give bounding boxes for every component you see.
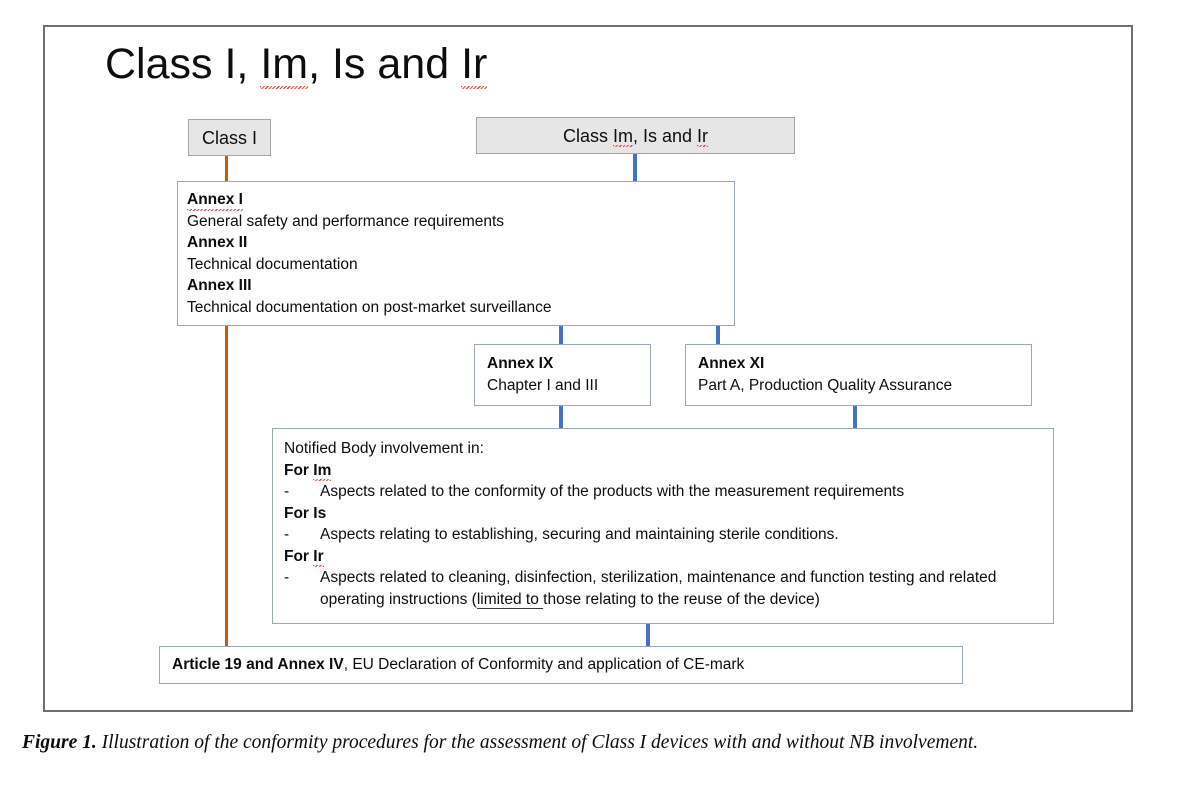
annex-main-text-2: Technical documentation <box>187 255 358 273</box>
annex-xi-text: Part A, Production Quality Assurance <box>698 376 953 394</box>
annex-main-heading-1: Annex I <box>187 189 243 211</box>
article-19-rest: , EU Declaration of Conformity and appli… <box>343 656 745 674</box>
node-annex-main[interactable]: Annex I General safety and performance r… <box>177 181 735 326</box>
connector-annex-xi-to-notified-body <box>853 405 857 429</box>
node-article-19-content: Article 19 and Annex IV, EU Declaration … <box>172 654 744 676</box>
annex-ix-heading: Annex IX <box>487 355 554 372</box>
notified-body-heading-im: For Im <box>284 460 1053 482</box>
nb-heading-im-term: Im <box>313 460 332 482</box>
nb-heading-is-lead: For <box>284 504 314 522</box>
nb-bullet-text-ir: Aspects related to cleaning, disinfectio… <box>320 567 1053 610</box>
nb-heading-im-lead: For <box>284 461 314 479</box>
nb-bullet-marker-im: - <box>284 483 290 500</box>
connector-class-i-to-article-19 <box>225 325 228 647</box>
nb-bullet-text-is: Aspects relating to establishing, securi… <box>320 526 839 543</box>
nb-bullet-ir-part1: Aspects related to cleaning, disinfectio… <box>320 569 997 608</box>
diagram-title-lead: Class I, <box>105 40 261 88</box>
nb-heading-is-term: Is <box>313 504 327 522</box>
node-class-im-is-ir[interactable]: Class Im, Is and Ir <box>476 117 795 154</box>
connector-notified-body-to-article-19 <box>646 623 650 647</box>
node-annex-main-content: Annex I General safety and performance r… <box>187 189 734 318</box>
diagram-title: Class I, Im, Is and Ir <box>105 38 488 90</box>
notified-body-heading-ir: For Ir <box>284 546 1053 568</box>
node-annex-xi-content: Annex XI Part A, Production Quality Assu… <box>698 353 1031 396</box>
node-annex-xi[interactable]: Annex XI Part A, Production Quality Assu… <box>685 344 1032 406</box>
node-class-i-label: Class I <box>201 127 257 148</box>
figure-caption: Figure 1. Illustration of the conformity… <box>22 728 1158 757</box>
connector-class-group-to-annex-main <box>633 153 637 182</box>
annex-main-heading-3: Annex III <box>187 277 252 294</box>
node-class-group-misspelled-ir: Ir <box>697 125 709 147</box>
article-19-bold: Article 19 and Annex IV <box>172 656 344 674</box>
connector-annex-main-to-annex-xi <box>716 325 720 345</box>
notified-body-bullet-im: - Aspects related to the conformity of t… <box>284 481 1053 503</box>
node-annex-ix[interactable]: Annex IX Chapter I and III <box>474 344 651 406</box>
annex-main-text-3: Technical documentation on post-market s… <box>187 298 552 316</box>
nb-bullet-ir-grammar: limited to <box>476 590 544 609</box>
nb-bullet-marker-ir: - <box>284 569 290 586</box>
figure-caption-label: Figure 1. <box>22 732 97 753</box>
nb-heading-ir-lead: For <box>284 547 314 565</box>
nb-heading-ir-term: Ir <box>313 546 324 568</box>
node-notified-body[interactable]: Notified Body involvement in: For Im - A… <box>272 428 1054 624</box>
annex-ix-text: Chapter I and III <box>487 376 599 394</box>
connector-class-i-to-annex-main <box>225 155 228 182</box>
node-notified-body-content: Notified Body involvement in: For Im - A… <box>284 438 1053 610</box>
nb-bullet-marker-is: - <box>284 526 290 543</box>
node-class-im-is-ir-label: Class Im, Is and Ir <box>562 125 709 147</box>
node-class-group-middle: , Is and <box>632 125 698 146</box>
annex-main-text-1: General safety and performance requireme… <box>187 212 505 230</box>
annex-main-heading-2: Annex II <box>187 234 248 251</box>
nb-bullet-ir-part2: those relating to the reuse of the devic… <box>543 590 820 608</box>
node-class-group-lead: Class <box>562 125 613 146</box>
node-article-19[interactable]: Article 19 and Annex IV, EU Declaration … <box>159 646 963 684</box>
node-class-i[interactable]: Class I <box>188 119 271 156</box>
diagram-title-misspelled-ir: Ir <box>461 40 488 89</box>
notified-body-bullet-is: - Aspects relating to establishing, secu… <box>284 524 1053 546</box>
diagram-title-middle: , Is and <box>308 40 462 88</box>
notified-body-bullet-ir: - Aspects related to cleaning, disinfect… <box>284 567 1053 610</box>
notified-body-intro: Notified Body involvement in: <box>284 440 484 457</box>
connector-annex-ix-to-notified-body <box>559 405 563 429</box>
figure-caption-text: Illustration of the conformity procedure… <box>96 732 979 753</box>
notified-body-heading-is: For Is <box>284 503 1053 525</box>
diagram-title-misspelled-im: Im <box>260 40 309 89</box>
annex-xi-heading: Annex XI <box>698 355 765 372</box>
nb-bullet-text-im: Aspects related to the conformity of the… <box>320 483 905 500</box>
node-class-group-misspelled-im: Im <box>612 125 633 147</box>
connector-annex-main-to-annex-ix <box>559 325 563 345</box>
node-annex-ix-content: Annex IX Chapter I and III <box>487 353 650 396</box>
